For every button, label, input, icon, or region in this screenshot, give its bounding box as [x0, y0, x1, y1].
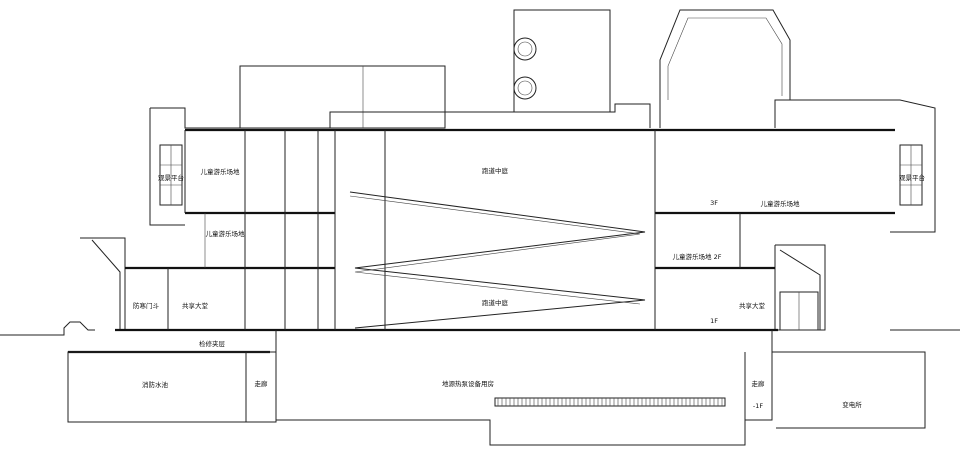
label-play-area-2f-left: 儿童游乐场地 [206, 229, 246, 238]
roof-structure [239, 9, 791, 129]
label-play-area-3f-left: 儿童游乐场地 [201, 167, 241, 176]
label-geothermal-room: 地源热泵设备用房 [442, 379, 494, 388]
label-corridor-left: 走廊 [255, 379, 269, 388]
label-courtyard-lower: 跑道中庭 [482, 298, 509, 307]
label-hall-right: 共享大堂 [739, 301, 766, 310]
observation-windows [159, 144, 923, 331]
ground-line [0, 321, 960, 336]
building-shell [80, 99, 936, 331]
label-play-area-2f-right: 儿童游乐场地 2F [673, 252, 722, 261]
room-labels: 观景平台 观景平台 儿童游乐场地 儿童游乐场地 儿童游乐场地 儿童游乐场地 2F… [133, 166, 925, 410]
label-floor-3f: 3F [710, 199, 718, 207]
label-corridor-right: 走廊 [752, 379, 766, 388]
basement [67, 330, 926, 446]
walls [167, 130, 741, 330]
equipment-hatching [497, 398, 723, 406]
label-observation-right: 观景平台 [899, 173, 925, 182]
label-floor-1f: 1F [710, 317, 718, 325]
label-play-area-3f-right: 儿童游乐场地 [761, 199, 801, 208]
label-hall-left: 共享大堂 [182, 301, 209, 310]
label-courtyard-upper: 跑道中庭 [482, 166, 509, 175]
label-observation-left: 观景平台 [158, 173, 184, 182]
floor-slabs [68, 211, 895, 354]
label-fire-pool: 消防水池 [142, 380, 169, 389]
running-track-ramps [349, 191, 646, 329]
label-floor-b1: -1F [753, 402, 763, 410]
label-maintenance: 检修夹层 [199, 339, 226, 348]
label-substation: 变电所 [842, 400, 862, 409]
label-vestibule: 防寒门斗 [133, 301, 160, 310]
